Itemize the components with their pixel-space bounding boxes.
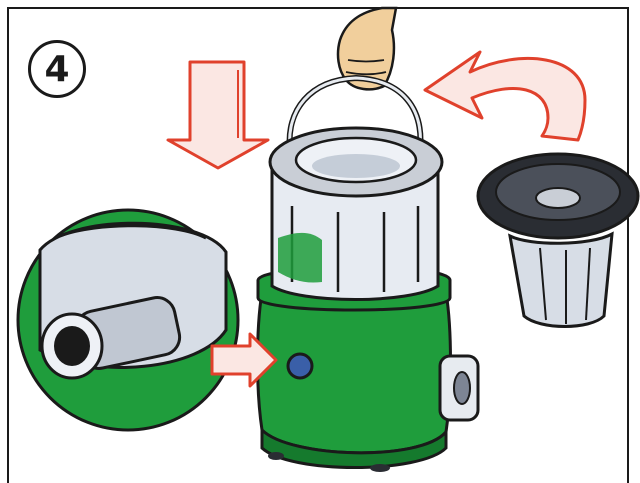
filter-cartridge-icon: [478, 154, 638, 327]
vacuum-cleaner-icon: [258, 78, 479, 472]
down-arrow-icon: [168, 62, 268, 168]
hose-inlet-magnifier-icon: [18, 210, 238, 430]
curved-arrow-icon: [425, 52, 585, 140]
step-number: 4: [44, 49, 69, 90]
step-number-badge: 4: [28, 40, 86, 98]
